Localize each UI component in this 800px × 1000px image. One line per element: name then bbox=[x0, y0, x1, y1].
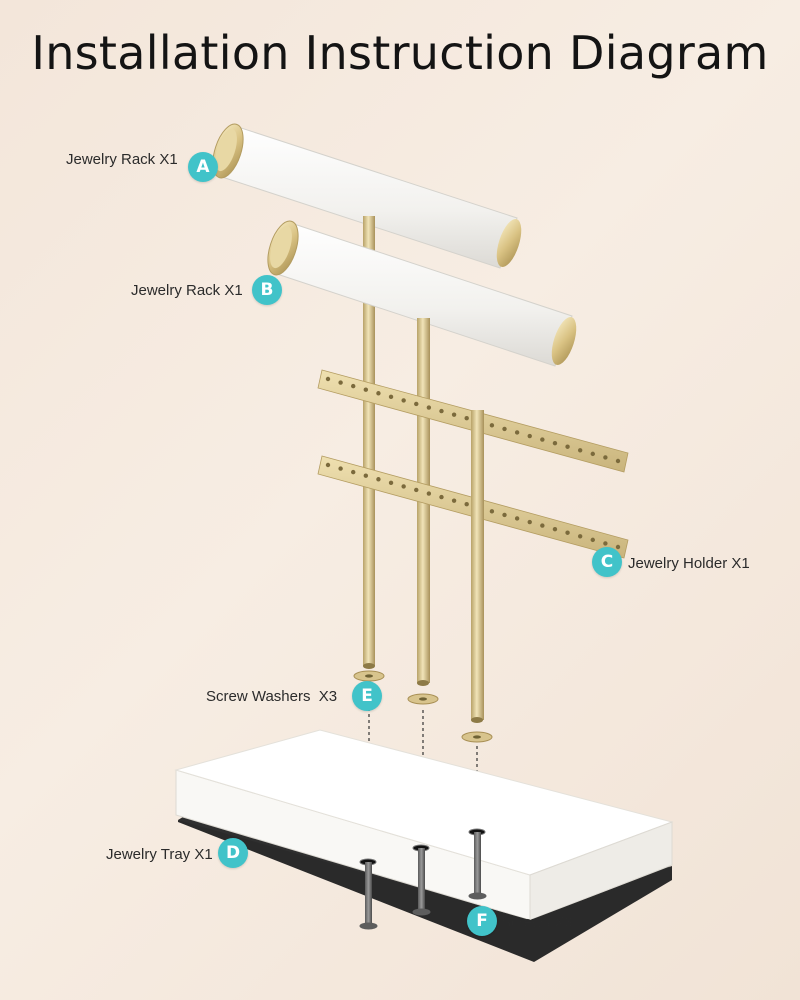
screw-3 bbox=[474, 832, 481, 894]
holder-hole bbox=[376, 391, 381, 396]
holder-hole bbox=[577, 534, 583, 539]
holder-hole bbox=[502, 426, 507, 432]
holder-hole bbox=[351, 469, 356, 475]
badge-a: A bbox=[188, 152, 218, 182]
holder-hole bbox=[325, 462, 331, 468]
label-jewelry-tray-d: Jewelry Tray X1 bbox=[106, 846, 213, 863]
jewelry-rack-b bbox=[267, 220, 577, 367]
holder-hole bbox=[464, 416, 469, 421]
holder-pole bbox=[471, 410, 484, 720]
label-screws-f: Screws X3 bbox=[501, 914, 573, 931]
holder-hole bbox=[590, 537, 595, 543]
holder-hole bbox=[527, 519, 532, 525]
holder-hole bbox=[414, 487, 419, 493]
holder-hole bbox=[464, 502, 469, 507]
holder-hole bbox=[615, 544, 621, 550]
badge-f: F bbox=[467, 906, 497, 936]
holder-hole bbox=[615, 458, 621, 464]
holder-hole bbox=[388, 394, 394, 400]
label-jewelry-rack-b: Jewelry Rack X1 bbox=[131, 282, 243, 299]
holder-hole bbox=[552, 526, 558, 532]
holder-hole bbox=[338, 466, 343, 471]
holder-hole bbox=[351, 383, 356, 389]
holder-hole bbox=[388, 480, 394, 486]
holder-hole bbox=[451, 498, 457, 503]
holder-holes bbox=[325, 376, 621, 550]
holder-hole bbox=[489, 509, 495, 514]
page-title: Installation Instruction Diagram bbox=[31, 26, 769, 80]
holder-hole bbox=[603, 455, 608, 460]
holder-hole bbox=[325, 376, 331, 382]
badge-b: B bbox=[252, 275, 282, 305]
jewelry-holder-c bbox=[317, 369, 629, 723]
holder-hole bbox=[426, 491, 432, 496]
label-jewelry-holder-c: Jewelry Holder X1 bbox=[628, 555, 750, 572]
rack-a-end-cap-face bbox=[215, 128, 237, 172]
holder-hole bbox=[603, 541, 608, 546]
holder-hole bbox=[540, 523, 545, 528]
holder-hole bbox=[552, 440, 558, 446]
holder-hole bbox=[565, 444, 570, 449]
holder-hole bbox=[363, 387, 369, 392]
rack-a-pole bbox=[363, 216, 375, 666]
screw-washers-e bbox=[353, 670, 493, 743]
holder-hole bbox=[426, 405, 432, 410]
holder-hole bbox=[577, 448, 583, 453]
label-screw-washers-e: Screw Washers X3 bbox=[206, 688, 338, 705]
jewelry-tray-d bbox=[174, 729, 674, 962]
rack-b-end-cap-face bbox=[270, 225, 292, 269]
tray-end bbox=[529, 821, 673, 921]
rack-b-end-cap-right bbox=[551, 317, 577, 365]
holder-hole bbox=[376, 477, 381, 482]
holder-hole bbox=[514, 430, 520, 435]
rack-a-pole-bottom bbox=[363, 663, 375, 669]
screw-1 bbox=[365, 862, 372, 924]
holder-hole bbox=[401, 484, 406, 489]
holder-hole bbox=[540, 437, 545, 442]
badge-e: E bbox=[352, 681, 382, 711]
rack-b-pole-bottom bbox=[417, 680, 429, 686]
screws-f bbox=[359, 832, 487, 930]
holder-hole bbox=[414, 401, 419, 407]
holder-pole-bottom bbox=[471, 717, 483, 723]
label-jewelry-rack-a: Jewelry Rack X1 bbox=[66, 151, 178, 168]
holder-hole bbox=[489, 423, 495, 428]
screw-2 bbox=[418, 848, 425, 910]
holder-hole bbox=[565, 530, 570, 535]
holder-hole bbox=[514, 516, 520, 521]
holder-hole bbox=[439, 494, 444, 500]
holder-hole bbox=[590, 451, 595, 457]
holder-hole bbox=[502, 512, 507, 518]
holder-hole bbox=[338, 380, 343, 385]
badge-c: C bbox=[592, 547, 622, 577]
jewelry-rack-a bbox=[212, 123, 522, 269]
badge-d: D bbox=[218, 838, 248, 868]
holder-hole bbox=[401, 398, 406, 403]
holder-hole bbox=[527, 433, 532, 439]
holder-hole bbox=[451, 412, 457, 417]
holder-hole bbox=[363, 473, 369, 478]
holder-hole bbox=[439, 408, 444, 414]
rack-a-end-cap-right bbox=[496, 219, 522, 267]
